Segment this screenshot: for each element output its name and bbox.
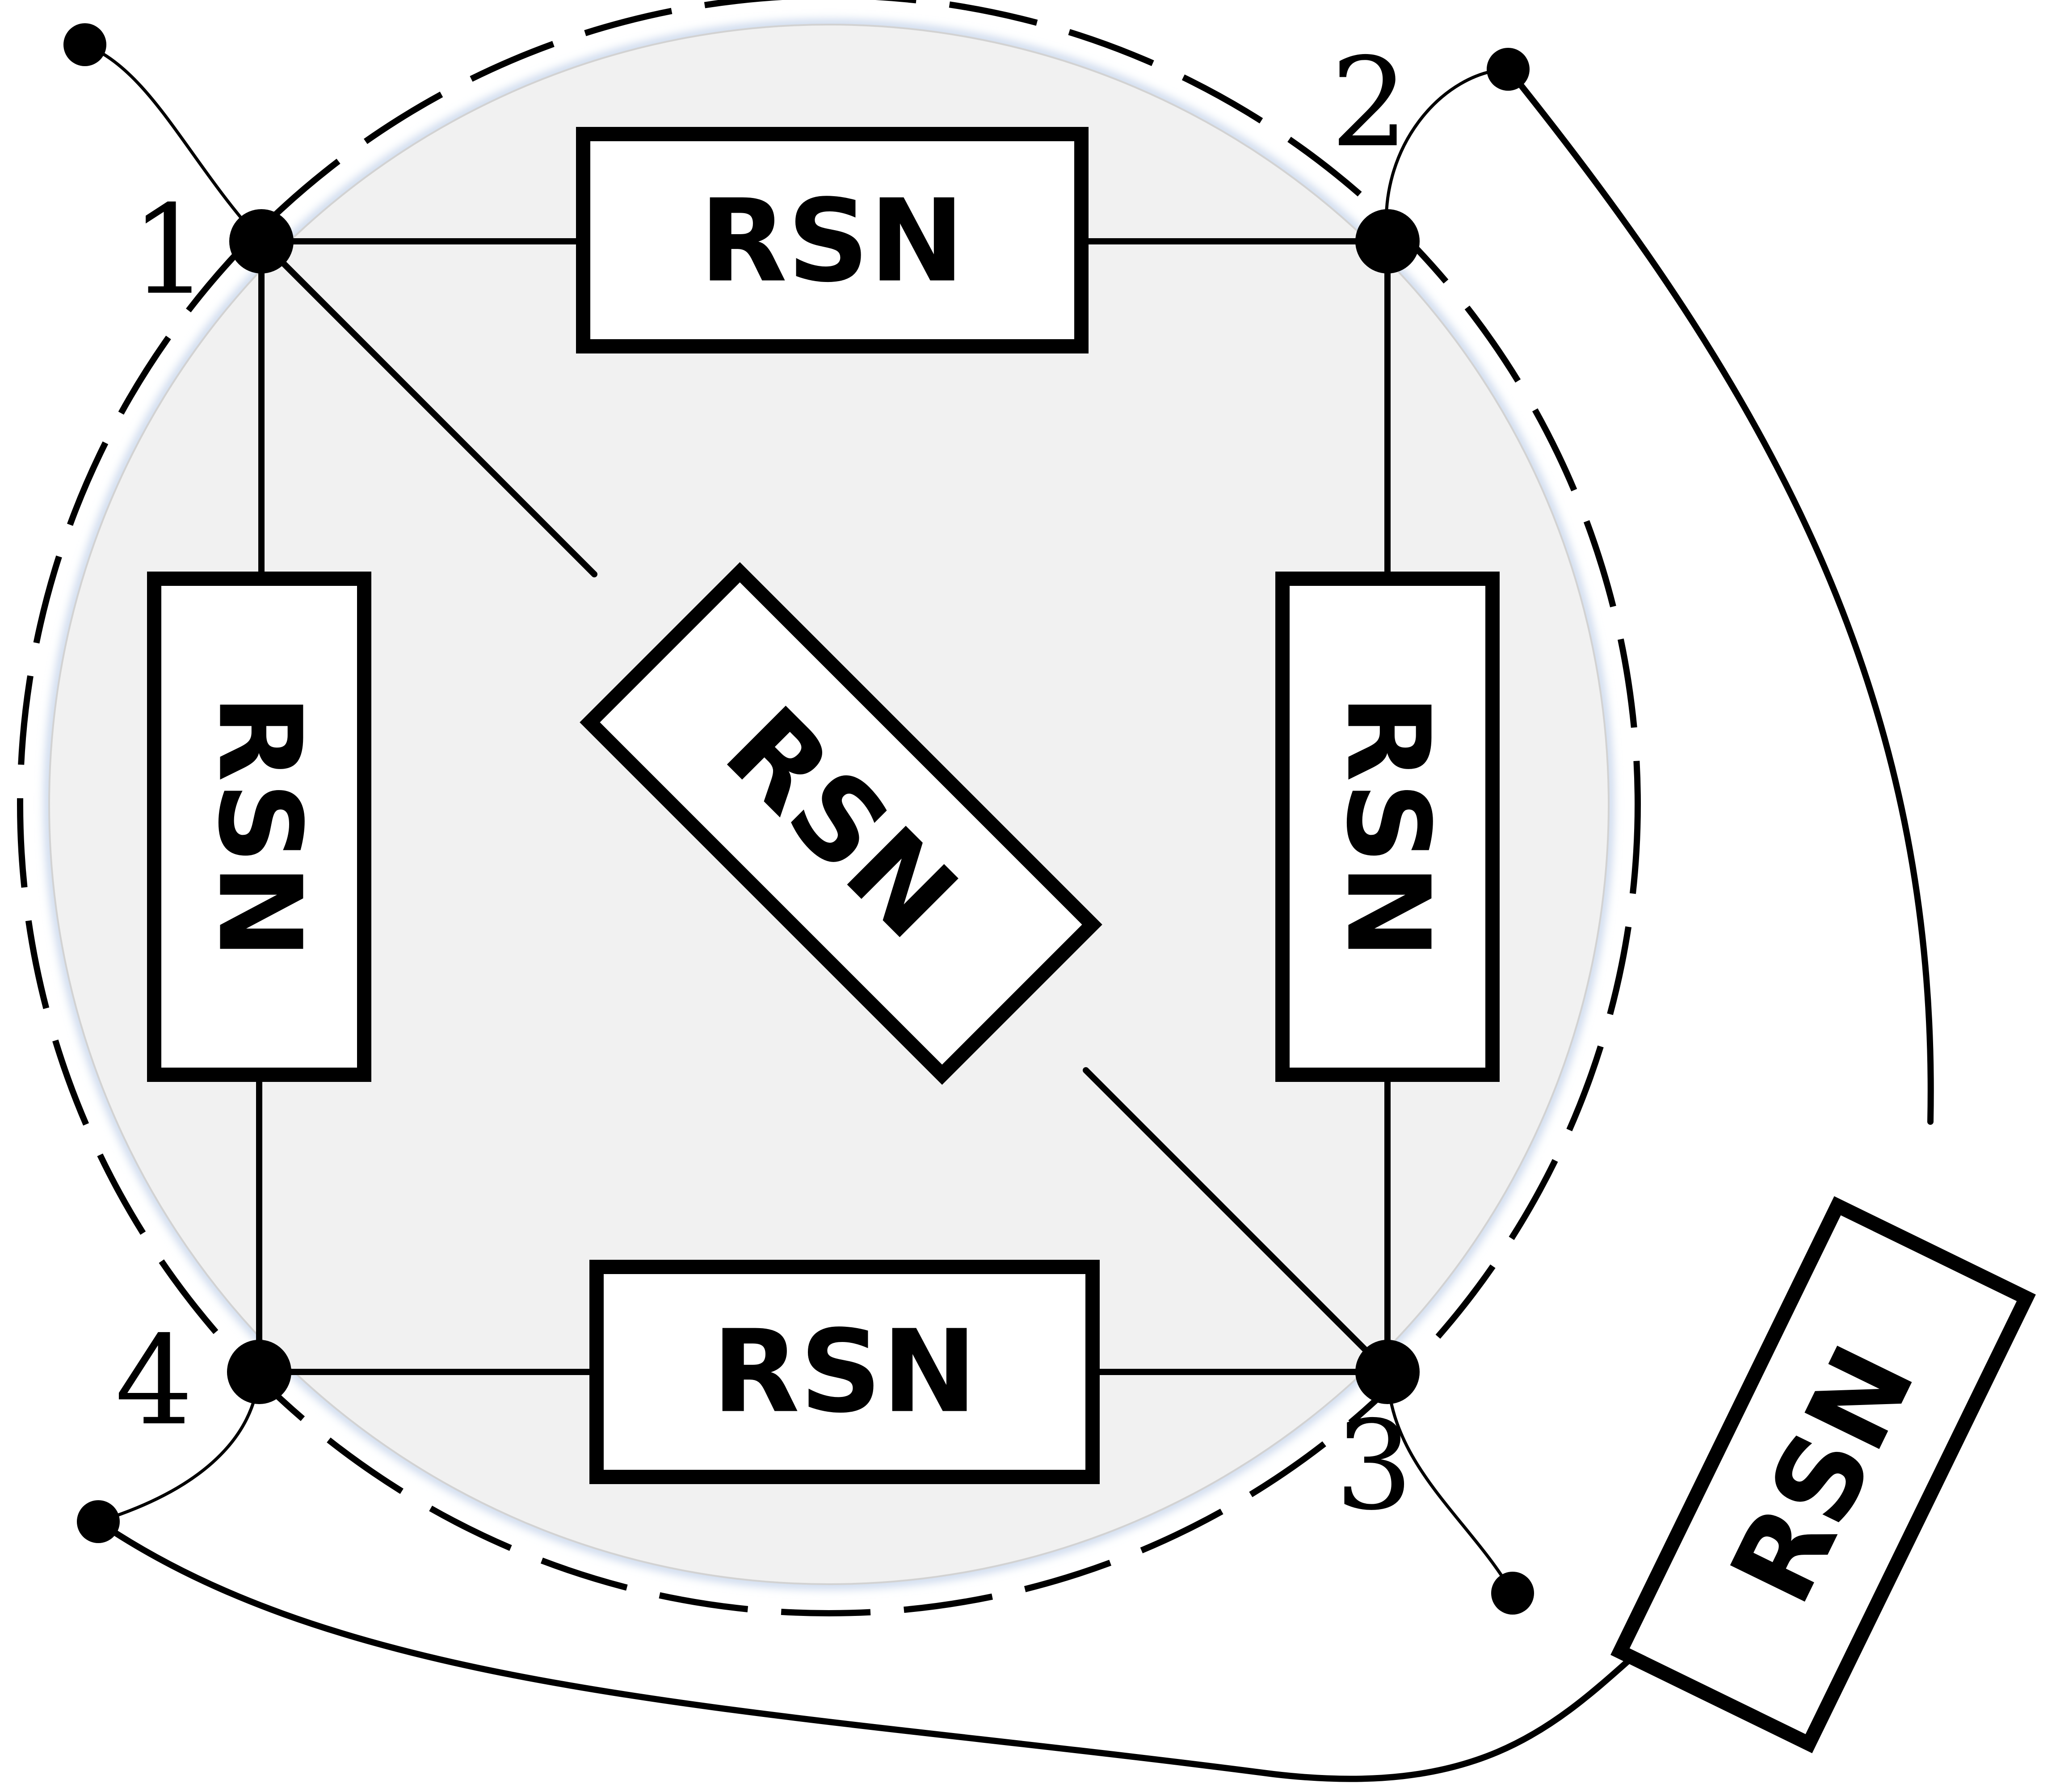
node-3-label: 3 [1335,1394,1413,1537]
rsn-label: RSN [712,1306,977,1439]
terminal-2 [1487,48,1530,91]
node-1-dot [229,209,294,273]
terminal-1 [63,23,106,66]
rsn-label: RSN [193,694,326,959]
rsn-1-2: RSN [576,127,1089,353]
terminal-3 [1491,1572,1534,1615]
node-1-label: 1 [131,179,209,322]
rsn-2-3: RSN [1275,572,1500,1082]
dashed-boundary [17,0,1641,1616]
lead-2 [1384,67,1510,243]
wire-diag-top [258,238,597,577]
wire-2-to-external [1505,66,1934,1125]
rsn-4-3: RSN [589,1260,1100,1484]
lead-1 [83,43,263,243]
wire-diag-bottom [1083,1067,1391,1375]
rsn-1-4: RSN [147,572,371,1082]
terminal-4 [77,1500,120,1543]
node-4-label: 4 [115,1309,193,1452]
rsn-label: RSN [699,175,964,308]
node-2-label: 2 [1331,31,1409,174]
rsn-label: RSN [1321,694,1454,959]
wire-4-to-external [95,1519,1724,1782]
rsn-external: RSN [1610,1196,2036,1754]
lead-3 [1386,1370,1514,1595]
node-3-dot [1355,1340,1420,1404]
node-2-dot [1355,209,1420,273]
node-4-dot [227,1340,291,1404]
